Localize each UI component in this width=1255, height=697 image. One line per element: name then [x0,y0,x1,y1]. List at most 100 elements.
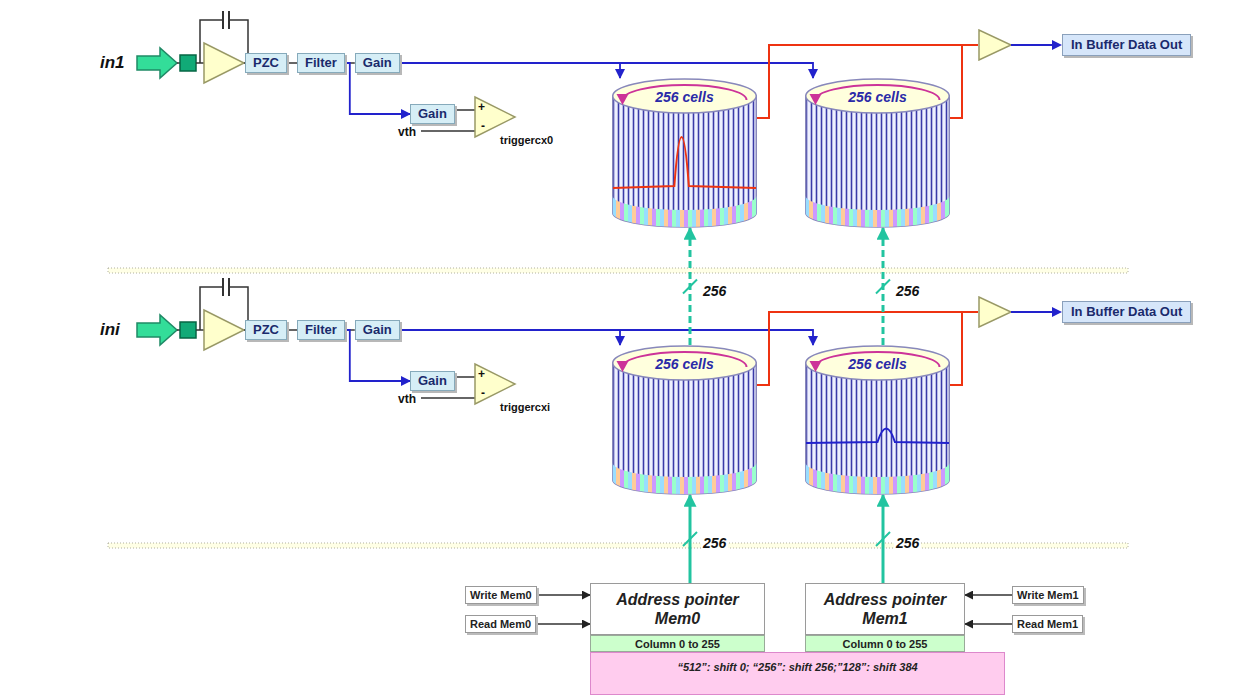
column-bar: Column 0 to 255 [805,635,965,652]
node-text: Gain [418,373,447,389]
bus-width: 256 [701,283,728,299]
bus-width-slash [683,532,697,546]
channel-front-end [137,11,515,137]
process-box: Filter [297,320,345,340]
rotation-arrow-head [810,361,822,372]
node-text: Gain [418,106,447,122]
signal-wire [537,594,591,596]
channel-front-end [137,278,515,404]
cylinder-base [806,196,950,227]
node-text: Filter [305,55,337,71]
pulse-trace [613,137,756,188]
rotation-arrow-head [810,94,822,105]
channel-name: ini [100,320,120,340]
node-text: Column 0 to 255 [635,638,720,650]
cylinder-top [806,346,950,380]
node-text: PZC [253,55,279,71]
memory-ring: 256 cells [805,78,950,228]
control-signal-box: Write Mem1 [1012,586,1084,604]
separator-band [108,543,1128,548]
process-box: Gain [355,53,400,73]
signal-wire [950,45,978,118]
rotation-arrow [816,85,940,100]
node-text: In Buffer Data Out [1062,301,1191,323]
buffer-symbol [978,29,1062,61]
signal-wire [965,623,1012,625]
signal-wire [965,594,1012,596]
node-text: Gain [363,55,392,71]
process-box: Gain [410,371,455,391]
memory-ring: 256 cells [612,78,757,228]
memory-ring: 256 cells [612,345,757,495]
node-text: Write Mem1 [1017,588,1079,602]
cylinder-base [613,463,757,494]
memory-ring: 256 cells [805,345,950,495]
cylinder-top [613,346,757,380]
signal-wire [287,62,297,64]
cylinder-body [806,96,950,227]
node-text: “512”: shift 0; “256”: shift 256;”128”: … [677,661,917,694]
signal-wire [287,329,297,331]
node-text: Address pointer Mem1 [810,590,960,628]
signal-wire [400,63,813,78]
process-box: PZC [245,320,287,340]
buffer-triangle [979,30,1011,60]
node-text: 256 cells [805,356,950,372]
address-pointer-box: Address pointer Mem0 [590,583,765,635]
arrow-head [1052,307,1062,317]
cylinder-body [613,96,757,227]
rotation-arrow-head [617,361,629,372]
signal-wire [536,623,590,625]
cylinder-body [806,363,950,494]
node-text: Write Mem0 [470,588,532,602]
node-text: Filter [305,322,337,338]
cylinder-base [806,463,950,494]
arrow-head [1052,40,1062,50]
trigger-signal: triggercx0 [500,134,553,147]
input-sign: - [481,386,485,400]
signal-wire [400,330,620,345]
process-box: Gain [355,320,400,340]
node-text: 256 cells [612,89,757,105]
process-box: Gain [410,104,455,124]
wire [1011,311,1054,313]
output-buffer: In Buffer Data Out [978,29,1191,61]
node-text: Address pointer Mem0 [603,590,753,628]
cylinder-top [806,79,950,113]
pulse-trace [806,429,949,444]
input-sign: - [481,119,485,133]
signal-wire [400,63,620,78]
signal-wire [400,330,813,345]
output-buffer: In Buffer Data Out [978,296,1191,328]
node-text: Gain [363,322,392,338]
control-signal-box: Write Mem0 [465,586,537,604]
bus-width-slash [683,280,697,294]
control-signal-box: Read Mem1 [1012,615,1083,633]
node-text: Read Mem1 [1017,617,1078,631]
bus-width: 256 [894,535,921,551]
wire [1011,44,1054,46]
node-text: Read Mem0 [470,617,531,631]
process-box: Filter [297,53,345,73]
node-text: 256 cells [612,356,757,372]
buffer-symbol [978,296,1062,328]
separator-band [108,268,1128,273]
bus-width-slash [876,280,890,294]
address-pointer-box: Address pointer Mem1 [805,583,965,635]
cylinder-top [613,79,757,113]
control-signal-box: Read Mem0 [465,615,536,633]
shift-note-band: “512”: shift 0; “256”: shift 256;”128”: … [590,652,1005,695]
input-sign: + [478,367,485,381]
node-text: PZC [253,322,279,338]
node-text: Column 0 to 255 [843,638,928,650]
rotation-arrow-head [617,94,629,105]
column-bar: Column 0 to 255 [590,635,765,652]
signal-wire [950,312,978,385]
trigger-signal: triggercxi [500,401,550,414]
bus-width: 256 [894,283,921,299]
rotation-arrow [623,352,747,367]
threshold-label: vth [398,125,416,139]
cylinder-body [613,363,757,494]
rotation-arrow [623,85,747,100]
